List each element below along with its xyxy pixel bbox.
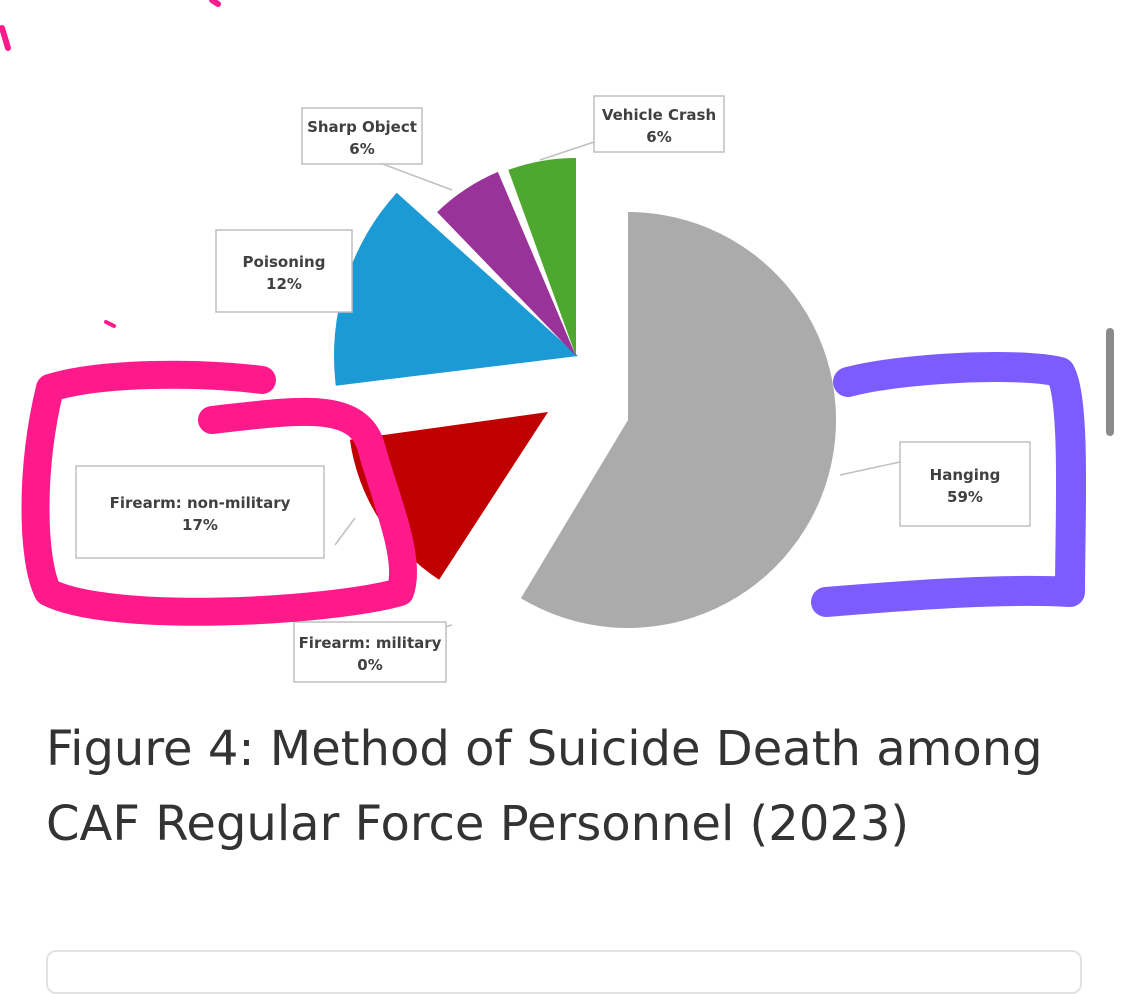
purple-highlight-bracket — [811, 352, 1087, 617]
callout-label-firearm-non-military: Firearm: non-military — [110, 494, 291, 512]
callout-value-firearm-military: 0% — [357, 656, 382, 674]
pie-chart: Hanging 59% Firearm: military 0% Firearm: no… — [0, 0, 1087, 683]
pink-mark-top-2 — [209, 0, 221, 7]
callout-value-sharp-object: 6% — [349, 140, 374, 158]
callout-value-vehicle-crash: 6% — [646, 128, 671, 146]
callout-box-hanging — [899, 441, 1031, 527]
pie-slice-hanging — [520, 212, 837, 628]
callout-label-vehicle-crash: Vehicle Crash — [602, 106, 716, 124]
pink-mark-mid — [104, 320, 116, 328]
bottom-card — [46, 950, 1082, 994]
pie-slice-sharp-object — [437, 171, 576, 356]
callout-value-hanging: 59% — [947, 488, 983, 506]
chart-caption: Figure 4: Method of Suicide Death among … — [46, 721, 1043, 852]
pink-highlight-loop — [21, 360, 418, 626]
callout-label-poisoning: Poisoning — [243, 253, 326, 271]
callout-box-firearm-non-military — [75, 465, 325, 559]
callout-box-vehicle-crash — [593, 95, 725, 153]
callout-box-poisoning — [215, 229, 353, 313]
callout-label-hanging: Hanging — [930, 466, 1001, 484]
scrollbar[interactable] — [1106, 328, 1114, 436]
callout-box-sharp-object — [301, 107, 423, 165]
pie-slice-poisoning — [333, 192, 578, 386]
callout-box-firearm-military — [293, 621, 447, 683]
callout-value-firearm-non-military: 17% — [182, 516, 218, 534]
callout-label-sharp-object: Sharp Object — [307, 118, 417, 136]
callout-value-poisoning: 12% — [266, 275, 302, 293]
pink-mark-top — [0, 25, 11, 51]
callout-label-firearm-military: Firearm: military — [299, 634, 442, 652]
pie-slice-vehicle-crash — [508, 157, 576, 356]
